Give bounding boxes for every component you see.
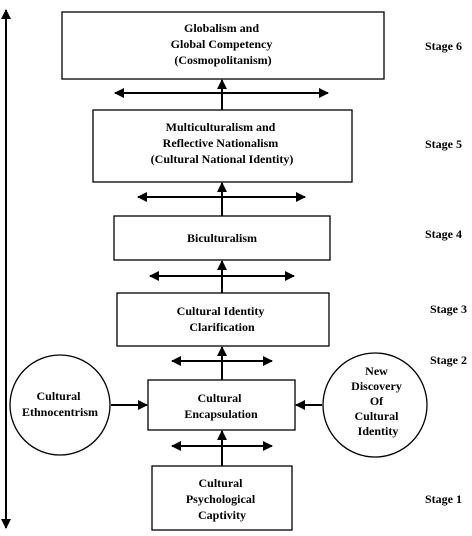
- svg-text:Cultural Encapsulation: Cultural Encapsulation: [184, 391, 258, 421]
- stage4-box-line1: Biculturalism: [187, 231, 257, 245]
- stage2-box-line1: Cultural: [197, 391, 242, 405]
- right-circle-line3: Of: [370, 394, 384, 408]
- stage1-box: [151, 465, 293, 531]
- stage4-label: Stage 4: [425, 227, 462, 241]
- right-circle-line5: Identity: [358, 424, 399, 438]
- stage3-label: Stage 3: [430, 302, 467, 316]
- stage6-label: Stage 6: [425, 39, 462, 53]
- stage6-box-line1: Globalism and: [184, 21, 259, 35]
- right-circle-line4: Cultural: [354, 409, 399, 423]
- stage5-box: [92, 109, 353, 183]
- stage3-box-line2: Clarification: [189, 320, 255, 334]
- new-discovery-circle: [322, 352, 428, 458]
- stage5-label: Stage 5: [425, 137, 462, 151]
- svg-text:Globalism and Global Compe: Globalism and Global Competency (Cosmopo…: [171, 21, 276, 67]
- right-circle-line1: New: [365, 364, 388, 378]
- left-circle-line1: Cultural: [36, 389, 81, 403]
- stage5-box-line3: (Cultural National Identity): [151, 152, 294, 166]
- stage1-label: Stage 1: [425, 492, 462, 506]
- cultural-ethnocentrism-circle: [9, 354, 111, 456]
- svg-text:Cultural Psychological: Cultural Psychological Captivity: [186, 476, 258, 522]
- stage4-box: [113, 215, 331, 261]
- stage2-label: Stage 2: [430, 353, 467, 367]
- stage1-box-line3: Captivity: [198, 508, 246, 522]
- stage5-box-line1: Multiculturalism and: [166, 120, 276, 134]
- svg-text:Cultural Identity Clarific: Cultural Identity Clarification: [177, 304, 268, 334]
- stage5-box-line2: Reflective Nationalism: [163, 136, 279, 150]
- svg-text:Cultural Ethnocentrism: Cultural Ethnocentrism: [22, 389, 98, 419]
- right-circle-line2: Discovery: [351, 379, 402, 393]
- stage6-box-line3: (Cosmopolitanism): [174, 53, 271, 67]
- stage6-box-line2: Global Competency: [171, 37, 273, 51]
- stage1-box-line1: Cultural: [198, 476, 243, 490]
- stage3-box: [116, 292, 330, 347]
- stage3-box-line1: Cultural Identity: [177, 304, 265, 318]
- svg-text:Multiculturalism and Refle: Multiculturalism and Reflective National…: [151, 120, 294, 166]
- stage2-box: [147, 379, 296, 431]
- stage2-box-line2: Encapsulation: [184, 407, 258, 421]
- stage1-box-line2: Psychological: [186, 492, 256, 506]
- svg-text:New Discovery Of C: New Discovery Of Cultural Identity: [351, 364, 405, 438]
- left-circle-line2: Ethnocentrism: [22, 405, 98, 419]
